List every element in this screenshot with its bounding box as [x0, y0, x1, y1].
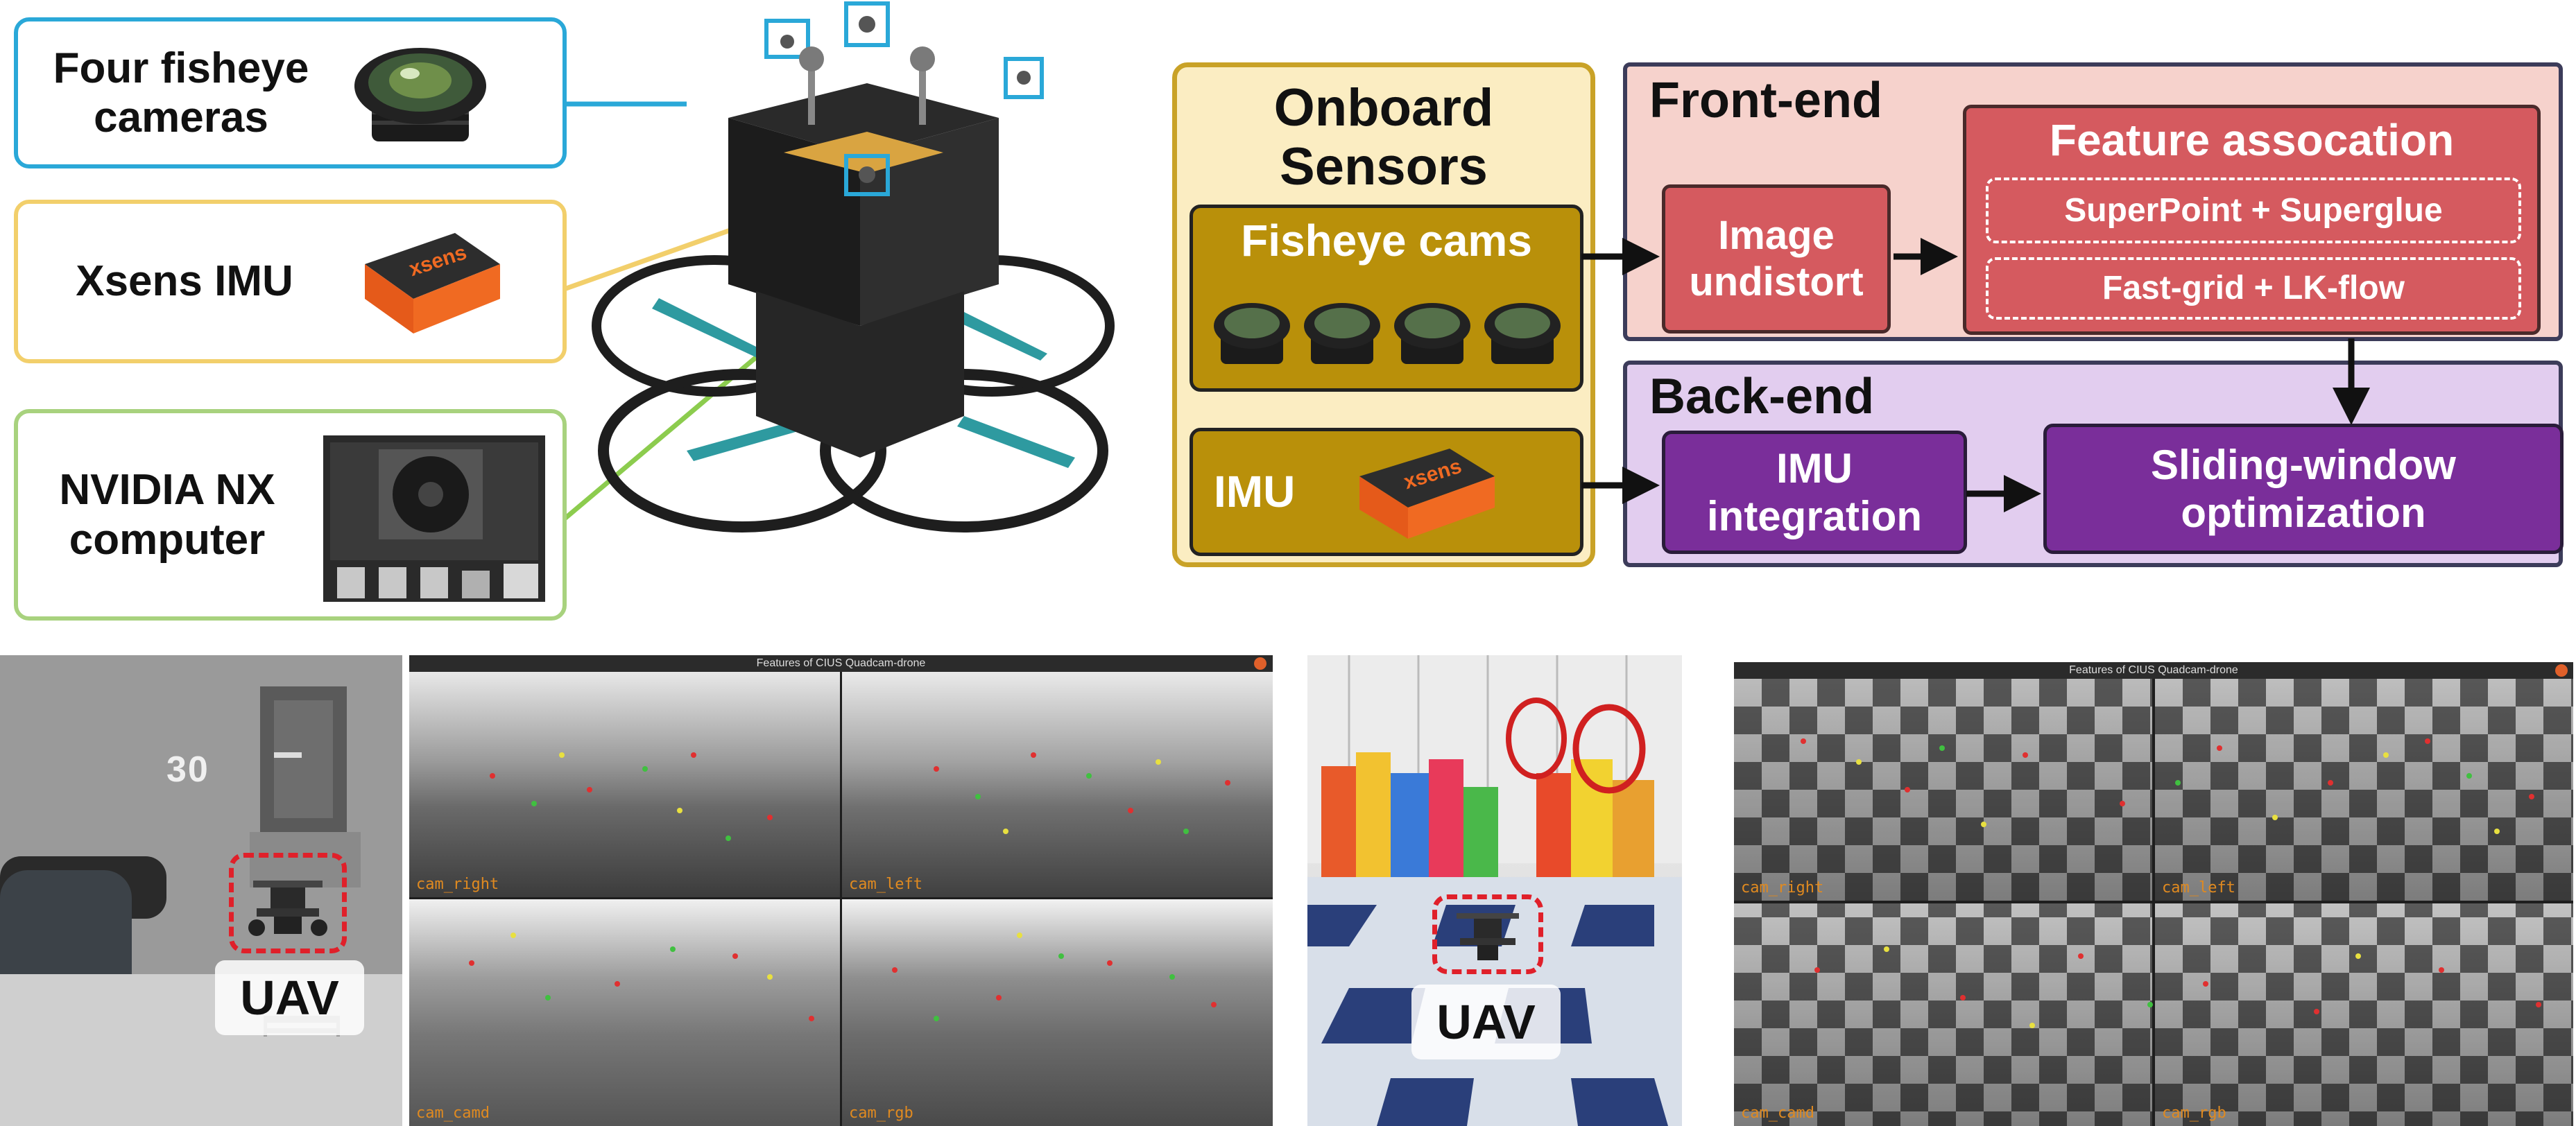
backend-title: Back-end [1649, 369, 1875, 424]
sliding-window-line1: Sliding-window [2151, 442, 2456, 488]
imu-integration-line1: IMU [1776, 445, 1853, 492]
outdoor-tile-label-1: cam_right [416, 876, 499, 893]
indoor-window-titlebar: Features of CIUS Quadcam-drone [1734, 662, 2573, 679]
computer-label-line2: computer [69, 515, 266, 564]
imu-integration-line2: integration [1707, 493, 1922, 539]
indoor-uav-marker [1432, 894, 1543, 974]
outdoor-tile-label-4: cam_rgb [849, 1105, 913, 1122]
indoor-tile-label-3: cam_camd [1741, 1105, 1814, 1122]
image-undistort-box: Image undistort [1662, 184, 1891, 334]
frontend-panel: Front-end Image undistort Feature assoca… [1623, 62, 2563, 341]
imu-integration-box: IMU integration [1662, 431, 1967, 554]
fisheye-cams-label: Fisheye cams [1241, 216, 1532, 266]
indoor-tile-1: cam_right [1734, 679, 2152, 901]
xsens-imu-icon: xsens [365, 233, 500, 334]
cameras-label-line2: cameras [94, 94, 268, 141]
indoor-uav-label: UAV [1411, 985, 1561, 1059]
outdoor-drone-icon [248, 881, 327, 936]
outdoor-uav-label: UAV [215, 960, 364, 1035]
outdoor-tile-label-3: cam_camd [416, 1105, 490, 1122]
image-undistort-line1: Image [1718, 212, 1835, 258]
hardware-section: Four fisheye cameras Xsens IMU xsens NVI… [0, 0, 1137, 624]
fisheye-lens-icon [354, 48, 486, 141]
indoor-window-title: Features of CIUS Quadcam-drone [2069, 664, 2238, 676]
imu-box: IMU xsens [1190, 428, 1583, 556]
outdoor-tile-3: cam_camd [409, 899, 840, 1126]
cameras-callout: Four fisheye cameras [14, 17, 567, 168]
computer-label-line1: NVIDIA NX [59, 466, 275, 514]
outdoor-window-close-icon[interactable] [1254, 657, 1266, 670]
sliding-window-box: Sliding-window optimization [2043, 424, 2564, 554]
outdoor-feature-window: Features of CIUS Quadcam-drone cam_right… [409, 655, 1273, 1126]
pipeline-diagram: Onboard Sensors Fisheye cams [1172, 55, 2566, 572]
indoor-tile-label-1: cam_right [1741, 879, 1824, 897]
feature-association-title: Feature assocation [2049, 115, 2455, 165]
quadrotor-drone-icon [592, 1, 1115, 532]
indoor-feature-window: Features of CIUS Quadcam-drone cam_right… [1734, 662, 2573, 1126]
indoor-window-close-icon[interactable] [2555, 664, 2568, 677]
backend-panel: Back-end IMU integration Sliding-window … [1623, 361, 2564, 567]
indoor-scene-photo: UAV [1307, 655, 1682, 1126]
onboard-title-line2: Sensors [1280, 137, 1488, 197]
outdoor-window-title: Features of CIUS Quadcam-drone [756, 657, 926, 669]
sliding-window-line2: optimization [2181, 490, 2426, 536]
outdoor-feature-points [469, 752, 1230, 1021]
outdoor-uav-marker [229, 853, 347, 953]
onboard-sensors-panel: Onboard Sensors Fisheye cams [1172, 62, 1595, 567]
fisheye-lens-row-icon [1214, 303, 1561, 364]
fisheye-cams-box: Fisheye cams [1190, 205, 1583, 392]
outdoor-tile-1: cam_right [409, 672, 840, 897]
indoor-tile-2: cam_left [2155, 679, 2573, 901]
indoor-scene-drawing [1307, 655, 1682, 1126]
outdoor-window-titlebar: Features of CIUS Quadcam-drone [409, 655, 1273, 672]
outdoor-tile-label-2: cam_left [849, 876, 922, 893]
computer-callout: NVIDIA NX computer [14, 409, 567, 621]
nvidia-nx-board-icon [323, 435, 545, 602]
imu-label: Xsens IMU [76, 257, 293, 306]
outdoor-tile-2: cam_left [842, 672, 1273, 897]
cameras-label-line1: Four fisheye [53, 44, 309, 92]
outdoor-tile-4: cam_rgb [842, 899, 1273, 1126]
imu-box-label: IMU [1214, 467, 1296, 517]
frontend-title: Front-end [1649, 73, 1882, 128]
indoor-tile-4: cam_rgb [2155, 903, 2573, 1126]
indoor-drone-icon [1457, 913, 1519, 960]
indoor-tile-3: cam_camd [1734, 903, 2152, 1126]
fastgrid-lkflow-option: Fast-grid + LK-flow [1986, 257, 2521, 320]
imu-callout: Xsens IMU xsens [14, 200, 567, 363]
superpoint-superglue-option: SuperPoint + Superglue [1986, 177, 2521, 243]
image-undistort-line2: undistort [1689, 259, 1864, 304]
building-number: 30 [166, 750, 209, 790]
indoor-feature-points [1801, 738, 2541, 1028]
indoor-tile-label-2: cam_left [2162, 879, 2235, 897]
outdoor-scene-photo: 30 UAV [0, 655, 402, 1126]
feature-association-box: Feature assocation SuperPoint + Superglu… [1963, 105, 2541, 335]
indoor-tile-label-4: cam_rgb [2162, 1105, 2226, 1122]
onboard-title-line1: Onboard [1273, 78, 1494, 137]
xsens-imu-icon: xsens [1359, 449, 1495, 539]
pipeline-arrows [1581, 238, 2370, 512]
